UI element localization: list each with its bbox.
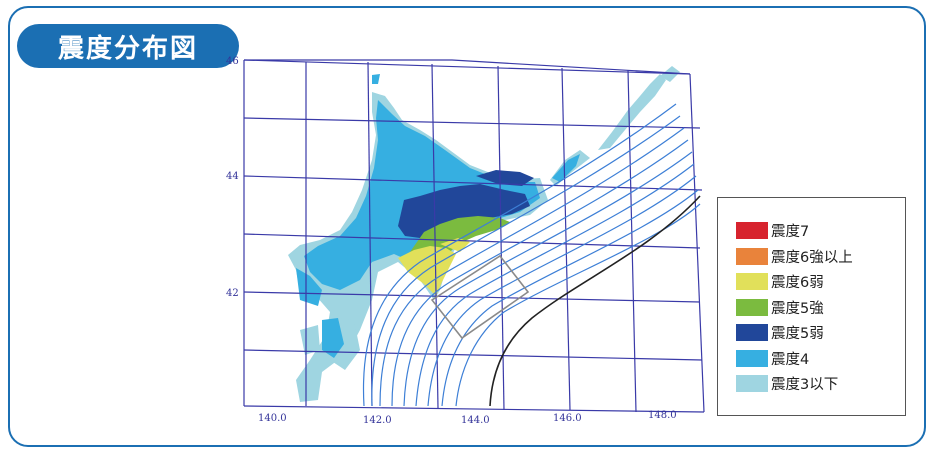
page-title: 震度分布図 (17, 24, 239, 68)
legend-item: 震度7 (736, 218, 905, 244)
graticule (243, 59, 705, 413)
legend-swatch (736, 375, 768, 393)
legend-item: 震度5弱 (736, 320, 905, 346)
lon-tick-label: 140.0 (258, 413, 287, 424)
legend-swatch (736, 324, 768, 342)
land-intensity-6-weak (398, 238, 470, 296)
legend-item: 震度3以下 (736, 371, 905, 397)
legend-label: 震度7 (771, 224, 810, 241)
legend-label: 震度4 (771, 351, 810, 368)
fault-model-outline (430, 254, 530, 340)
legend-label: 震度3以下 (771, 377, 839, 394)
contour-lines (362, 103, 701, 407)
intensity-legend: 震度7 震度6強以上 震度6弱 震度5強 震度5弱 震度4 震度3以下 (717, 197, 906, 416)
legend-swatch (736, 349, 768, 367)
lat-tick-label: 46 (226, 56, 239, 67)
lat-tick-label: 44 (226, 171, 239, 182)
lon-tick-label: 148.0 (648, 410, 677, 421)
legend-swatch (736, 273, 768, 291)
legend-item: 震度5強 (736, 295, 905, 321)
legend-label: 震度6強以上 (771, 249, 853, 266)
legend-item: 震度6弱 (736, 269, 905, 295)
legend-swatch (736, 222, 768, 240)
legend-label: 震度5弱 (771, 326, 824, 343)
land-intensity-5-weak (398, 170, 534, 238)
lon-tick-label: 144.0 (461, 415, 490, 426)
legend-item: 震度6強以上 (736, 244, 905, 270)
lon-tick-label: 142.0 (363, 415, 392, 426)
legend-label: 震度5強 (771, 300, 824, 317)
lon-tick-label: 146.0 (553, 413, 582, 424)
legend-swatch (736, 298, 768, 316)
panel-frame (8, 6, 926, 447)
legend-label: 震度6弱 (771, 275, 824, 292)
legend-item: 震度4 (736, 346, 905, 372)
trench-line (489, 195, 701, 407)
lat-tick-label: 42 (226, 288, 239, 299)
land-intensity-4 (296, 74, 580, 358)
legend-swatch (736, 247, 768, 265)
